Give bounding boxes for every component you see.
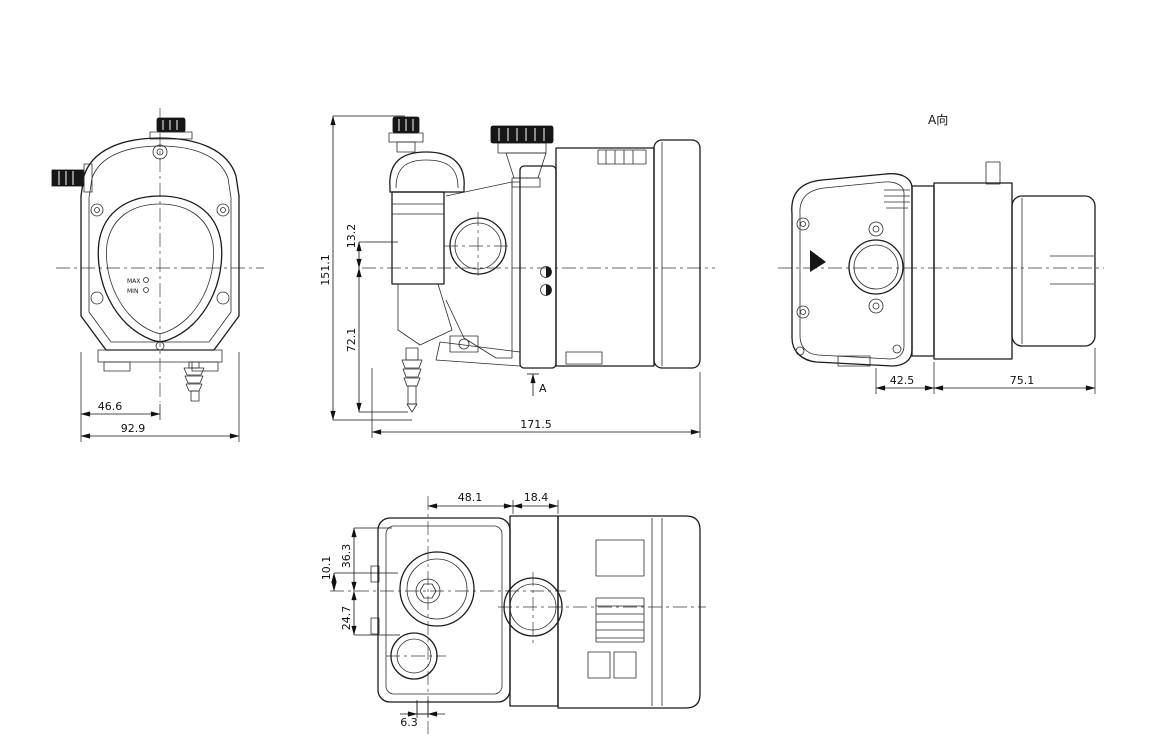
electrical-plug-icon [490,125,554,188]
max-level-label: MAX [127,278,140,285]
dim-center-to-base-label: 72.1 [345,328,358,353]
dim-lower-offset-label: 24.7 [340,606,353,631]
min-level-mark-icon [143,287,149,293]
hex-bolt-icon [419,583,437,599]
bottom-dimensions: 48.1 18.4 36.3 10.1 24.7 6.3 [320,491,559,729]
drain-fitting-icon [183,361,205,402]
dim-upper-offset-label: 36.3 [340,544,353,569]
direction-a-view: A向 [778,112,1104,394]
dim-pump-depth-label: 42.5 [890,374,915,387]
pump-housing-rear [791,173,913,367]
dim-overall-width-label: 92.9 [121,422,146,435]
inlet-fitting-icon [51,163,93,193]
dim-fitting-width-label: 6.3 [400,716,418,729]
dim-mid-offset-label: 10.1 [320,556,333,581]
max-level-mark-icon [143,277,149,283]
bottom-fitting-icon [416,701,429,715]
side-dimensions: 151.1 13.2 72.1 171.5 [319,115,701,438]
dim-overall-length-label: 171.5 [520,418,552,431]
side-view: A 151.1 13.2 72.1 171.5 [319,115,715,438]
view-a-title: A向 [928,112,948,127]
motor-side [519,139,701,369]
pump-housing-side [389,151,521,367]
bottom-view: 48.1 18.4 36.3 10.1 24.7 6.3 [320,491,706,734]
front-dimensions: 46.6 92.9 [80,352,240,442]
dim-overall-height-label: 151.1 [319,254,332,286]
dim-center-to-edge-label: 46.6 [98,400,123,413]
hose-barb-fitting-icon [401,347,423,413]
dim-coupling-span-label: 18.4 [524,491,549,504]
dim-motor-depth-label: 75.1 [1010,374,1035,387]
dim-top-to-center-label: 13.2 [345,224,358,249]
view-a-dimensions: 42.5 75.1 [875,348,1096,394]
front-view: MAX MIN 46.6 92.9 [51,108,264,442]
oil-level-labels: MAX MIN [127,277,149,295]
section-label: A [539,382,547,395]
dim-port-span-label: 48.1 [458,491,483,504]
filler-cap-icon [149,117,193,140]
motor-rear [911,161,1096,360]
index-flag-icon [810,250,826,272]
adjuster-knob-icon [388,116,424,153]
motor-top [557,515,701,709]
pump-housing-front [80,137,240,372]
min-level-label: MIN [127,288,138,295]
pump-housing-top [370,517,511,703]
section-a-arrow: A [527,373,547,396]
